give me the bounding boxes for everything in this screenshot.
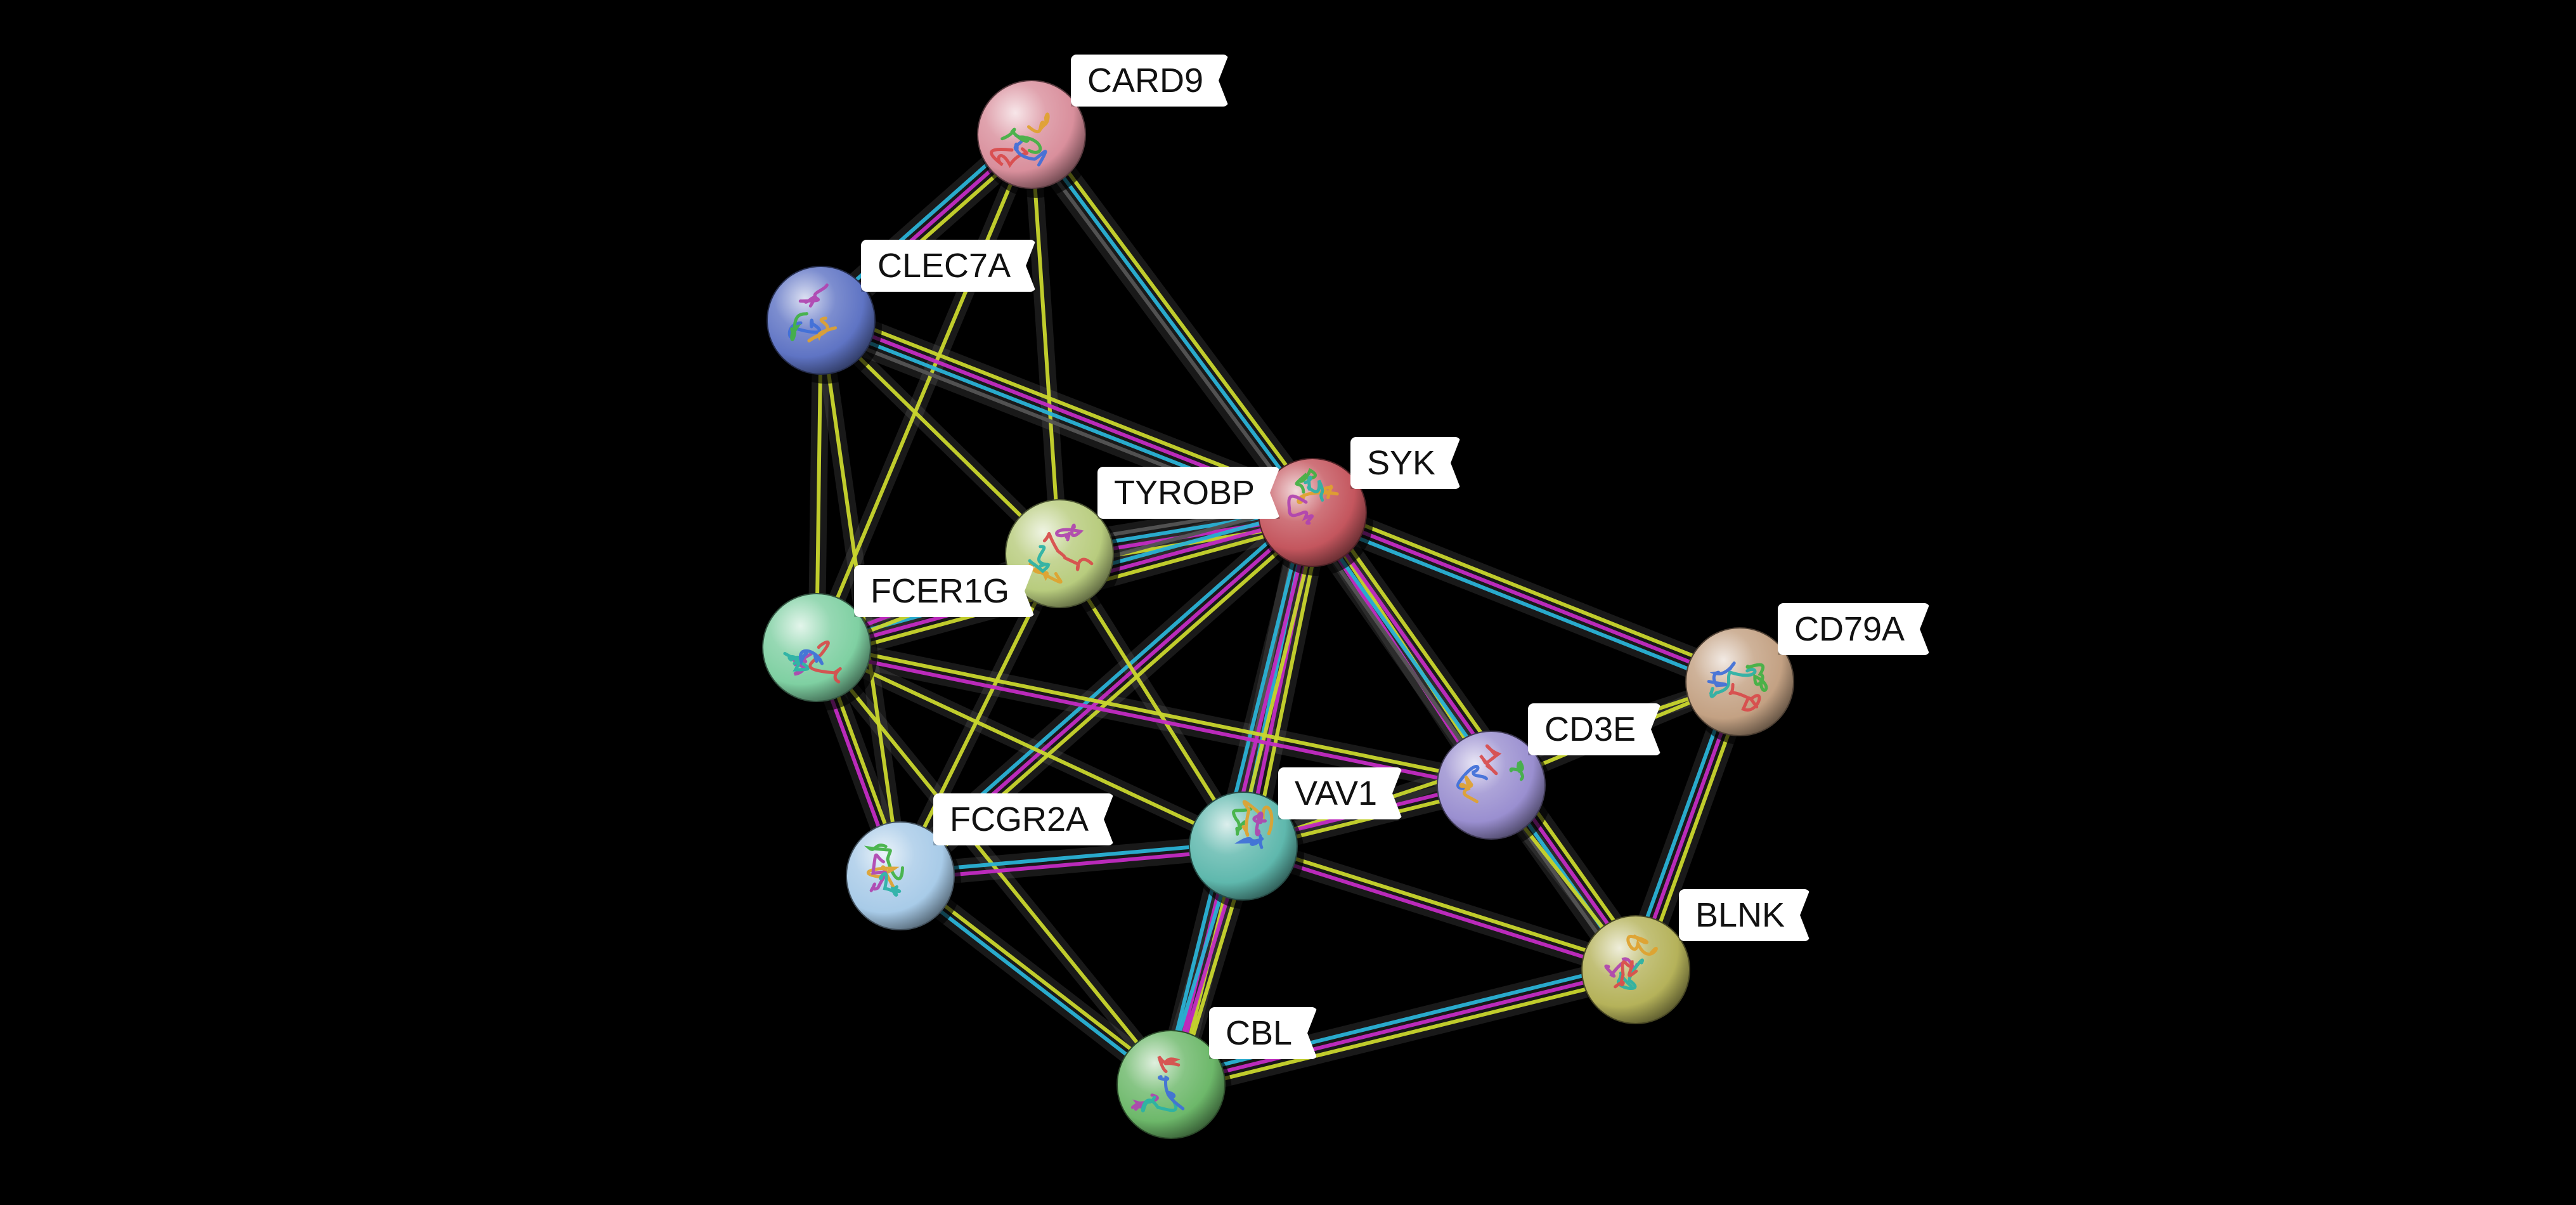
node-label-CD3E[interactable]: CD3E (1528, 703, 1661, 755)
edge-CARD9-SYK-yellow_green[interactable] (1035, 128, 1320, 511)
edge-FCER1G-CD3E-magenta[interactable] (813, 649, 1492, 791)
node-CLEC7A[interactable] (767, 266, 876, 375)
node-label-BLNK[interactable]: BLNK (1679, 889, 1810, 941)
edge-CARD9-TYROBP-yellow_green[interactable] (1030, 133, 1061, 556)
protein-structure-icon (1131, 1055, 1185, 1112)
node-CD3E[interactable] (1437, 731, 1546, 840)
edge-FCER1G-CD3E-yellow_green[interactable] (815, 642, 1494, 784)
node-CD79A[interactable] (1685, 627, 1794, 736)
edge-SYK-CD79A-yellow_green[interactable] (1313, 504, 1745, 677)
edge-BLNK-CBL-yellow_green[interactable] (1170, 974, 1640, 1093)
node-CBL[interactable] (1116, 1030, 1226, 1139)
node-label-TYROBP[interactable]: TYROBP (1097, 467, 1280, 519)
node-sphere-CBL[interactable] (1116, 1030, 1226, 1139)
edge-SYK-CD79A-magenta[interactable] (1311, 511, 1742, 684)
protein-structure-icon (1604, 934, 1658, 990)
node-label-CARD9[interactable]: CARD9 (1071, 55, 1229, 107)
protein-structure-icon (1287, 468, 1339, 525)
edge-halo-VAV1-BLNK (1231, 834, 1648, 982)
protein-structure-icon (1232, 800, 1274, 849)
protein-structure-icon (864, 844, 905, 897)
node-sphere-CD79A[interactable] (1685, 627, 1794, 736)
node-label-FCGR2A[interactable]: FCGR2A (933, 793, 1114, 845)
protein-structure-icon (990, 112, 1050, 168)
protein-structure-icon (783, 640, 842, 684)
edge-SYK-CD79A-cyan[interactable] (1307, 517, 1739, 691)
node-sphere-CD3E[interactable] (1437, 731, 1546, 840)
node-TYROBP[interactable] (1005, 499, 1114, 608)
node-label-CBL[interactable]: CBL (1209, 1007, 1317, 1059)
node-FCGR2A[interactable] (846, 821, 955, 930)
node-FCER1G[interactable] (762, 593, 871, 702)
node-VAV1[interactable] (1189, 791, 1298, 901)
protein-structure-icon (787, 283, 838, 342)
edge-FCER1G-VAV1-yellow_green[interactable] (815, 646, 1245, 848)
protein-structure-icon (1707, 661, 1768, 712)
node-label-FCER1G[interactable]: FCER1G (854, 565, 1035, 617)
protein-structure-icon (1456, 744, 1524, 804)
node-label-SYK[interactable]: SYK (1350, 437, 1461, 489)
edge-BLNK-CBL-magenta[interactable] (1169, 968, 1638, 1086)
node-sphere-CARD9[interactable] (977, 80, 1086, 189)
node-label-CD79A[interactable]: CD79A (1778, 603, 1930, 655)
node-label-VAV1[interactable]: VAV1 (1278, 767, 1402, 819)
edge-VAV1-BLNK-magenta[interactable] (1240, 847, 1637, 975)
edge-CARD9-FCER1G-yellow_green[interactable] (815, 133, 1033, 649)
node-CARD9[interactable] (977, 80, 1086, 189)
node-label-CLEC7A[interactable]: CLEC7A (861, 240, 1036, 292)
protein-structure-icon (1028, 523, 1094, 584)
node-sphere-FCER1G[interactable] (762, 593, 871, 702)
node-BLNK[interactable] (1581, 915, 1690, 1024)
edge-CARD9-SYK-dark_gray[interactable] (1024, 136, 1309, 519)
node-SYK[interactable] (1258, 458, 1367, 567)
edge-halo-FCER1G-CD3E (805, 635, 1503, 797)
edge-VAV1-BLNK-yellow_green[interactable] (1242, 840, 1639, 968)
edge-CARD9-SYK-cyan[interactable] (1030, 133, 1314, 514)
